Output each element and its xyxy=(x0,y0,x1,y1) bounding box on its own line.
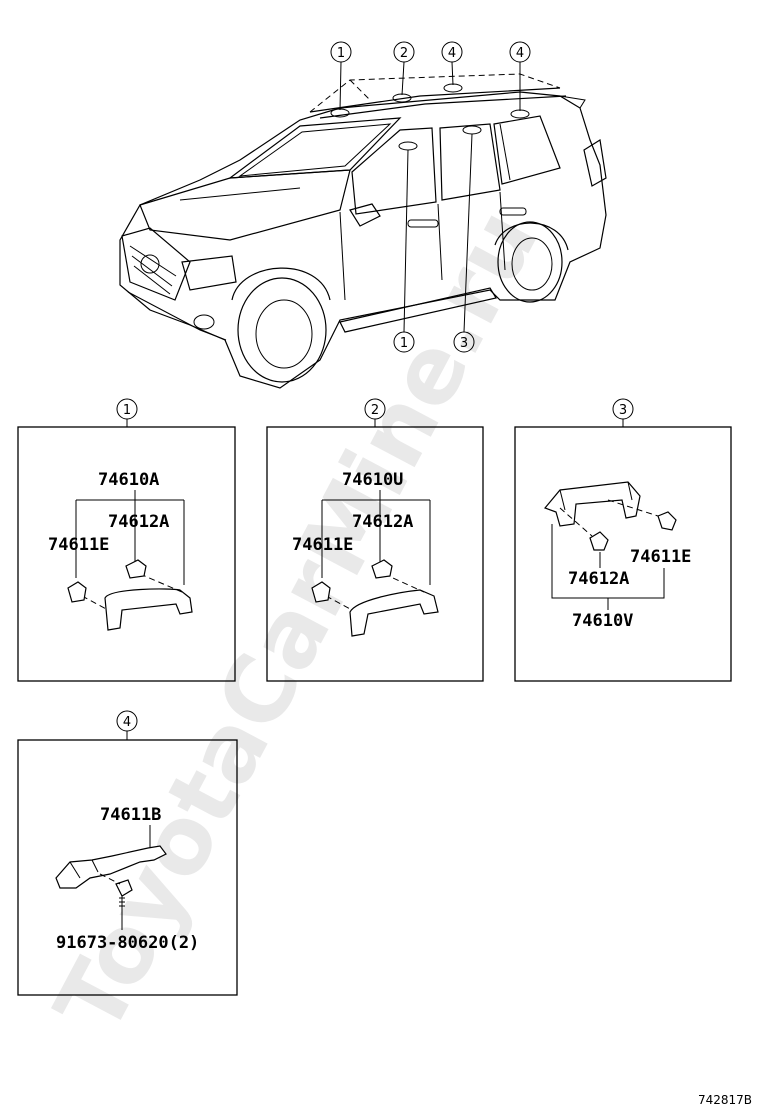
svg-text:1: 1 xyxy=(400,336,408,351)
svg-text:2: 2 xyxy=(400,46,408,61)
part-number-74610U: 74610U xyxy=(342,470,403,490)
figure-code: 742817B xyxy=(698,1093,752,1107)
panel-3: 3 74611E 74612A 74610V xyxy=(514,398,732,682)
svg-text:4: 4 xyxy=(516,46,524,61)
part-number-74611E: 74611E xyxy=(48,535,109,555)
panel-4-key: 4 xyxy=(123,715,131,730)
svg-text:4: 4 xyxy=(448,46,456,61)
callout-top-1: 1 xyxy=(330,41,352,63)
part-number-74612A: 74612A xyxy=(108,512,169,532)
callout-bottom-3: 3 xyxy=(453,331,475,353)
part-number-74610V: 74610V xyxy=(572,611,633,631)
callout-top-4b: 4 xyxy=(509,41,531,63)
callout-bottom-1: 1 xyxy=(393,331,415,353)
part-number-91673-80620: 91673-80620(2) xyxy=(56,933,199,953)
callout-top-2: 2 xyxy=(393,41,415,63)
svg-text:1: 1 xyxy=(337,46,345,61)
panel-4: 4 74611B 91673-80620(2) xyxy=(17,710,238,996)
vehicle-callout-leaders xyxy=(339,61,521,333)
part-number-74611E-2: 74611E xyxy=(292,535,353,555)
callout-top-4a: 4 xyxy=(441,41,463,63)
part-number-74612A-3: 74612A xyxy=(568,569,629,589)
part-number-74611E-3: 74611E xyxy=(630,547,691,567)
panel-2: 2 74610U 74612A 74611E xyxy=(266,398,484,682)
part-number-74611B: 74611B xyxy=(100,805,161,825)
vehicle-illustration xyxy=(119,73,607,389)
panel-2-key: 2 xyxy=(371,403,379,418)
svg-text:3: 3 xyxy=(460,336,468,351)
panel-1: 1 74610A 74612A 74611E xyxy=(17,398,236,682)
panel-3-key: 3 xyxy=(619,403,627,418)
part-number-74610A: 74610A xyxy=(98,470,159,490)
part-number-74612A-2: 74612A xyxy=(352,512,413,532)
panel-1-key: 1 xyxy=(123,403,131,418)
